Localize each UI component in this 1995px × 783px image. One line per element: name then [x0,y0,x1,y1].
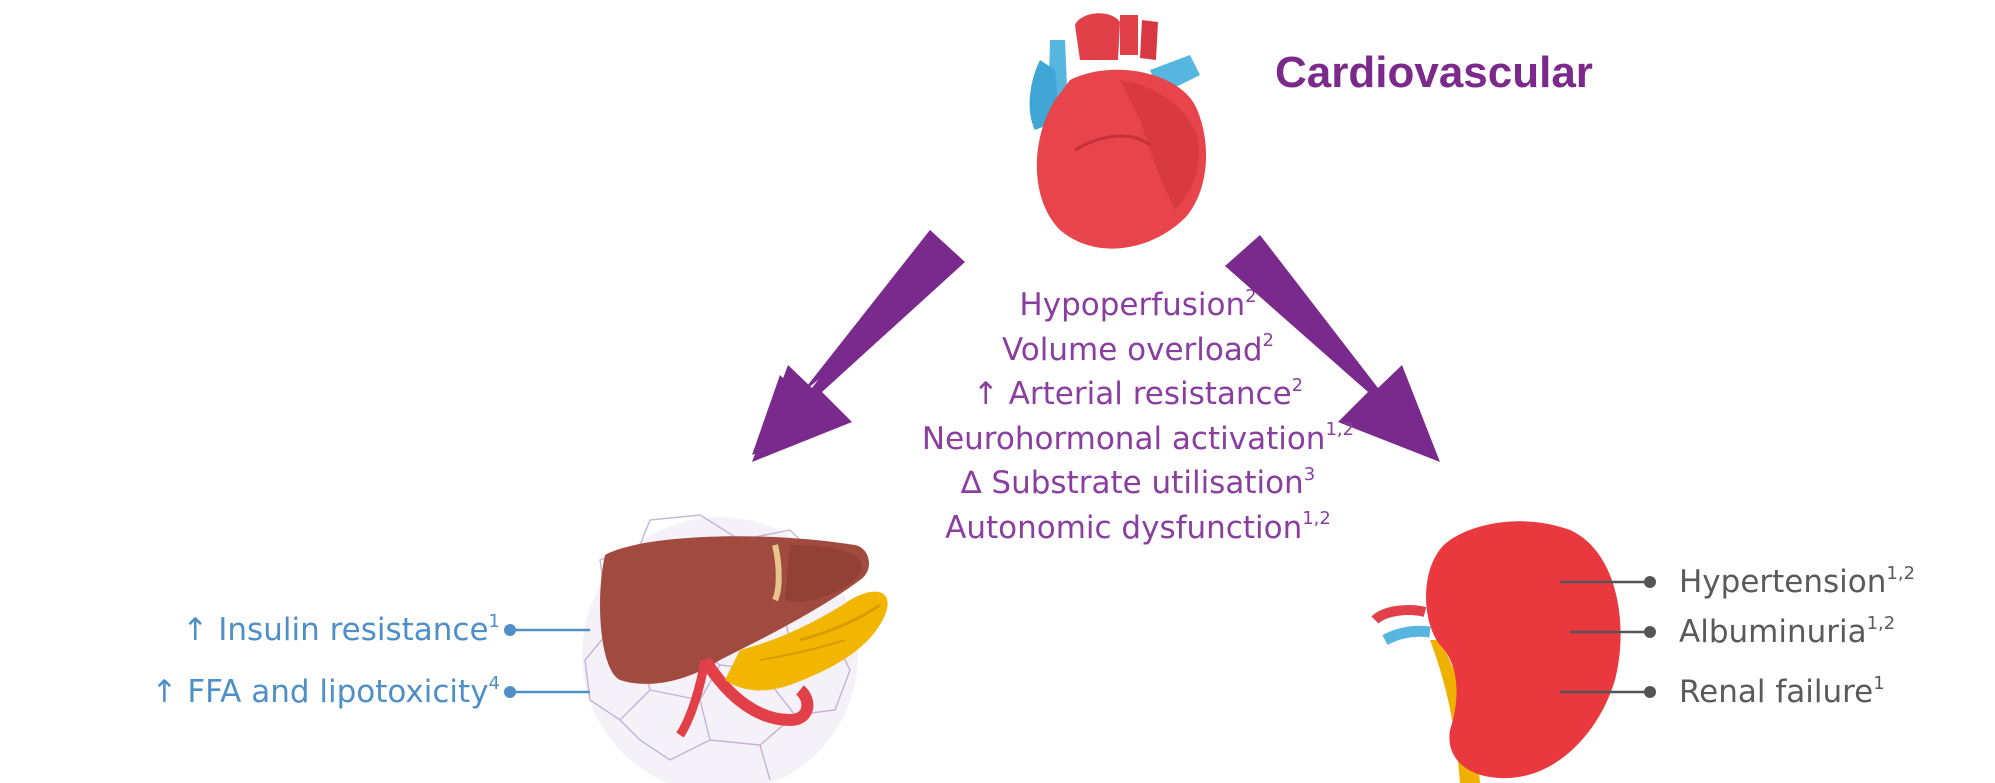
mechanism-item: ↑ Arterial resistance2 [858,372,1418,417]
mechanism-list: Hypoperfusion2 Volume overload2 ↑ Arteri… [858,283,1418,550]
renal-effect-hypertension: Hypertension1,2 [1679,564,1915,600]
bullet-hypertension [1644,576,1656,588]
bullet-insulin [504,624,516,636]
cardiovascular-title: Cardiovascular [1275,48,1593,98]
bullet-renal-failure [1644,686,1656,698]
renal-effect-renal-failure: Renal failure1 [1679,674,1885,710]
bullet-albuminuria [1644,626,1656,638]
metabolic-effect-ffa: ↑ FFA and lipotoxicity4 [152,674,501,710]
left-connectors [510,630,590,692]
heart-icon [1030,13,1207,248]
bullet-ffa [504,686,516,698]
renal-effect-albuminuria: Albuminuria1,2 [1679,614,1895,650]
liver-pancreas-icon [582,515,888,783]
mechanism-item: Autonomic dysfunction1,2 [858,506,1418,551]
mechanism-item: Volume overload2 [858,328,1418,373]
kidney-icon [1375,521,1621,783]
metabolic-effect-insulin: ↑ Insulin resistance1 [182,612,500,648]
mechanism-item: Neurohormonal activation1,2 [858,417,1418,462]
mechanism-item: ∆ Substrate utilisation3 [858,461,1418,506]
mechanism-item: Hypoperfusion2 [858,283,1418,328]
